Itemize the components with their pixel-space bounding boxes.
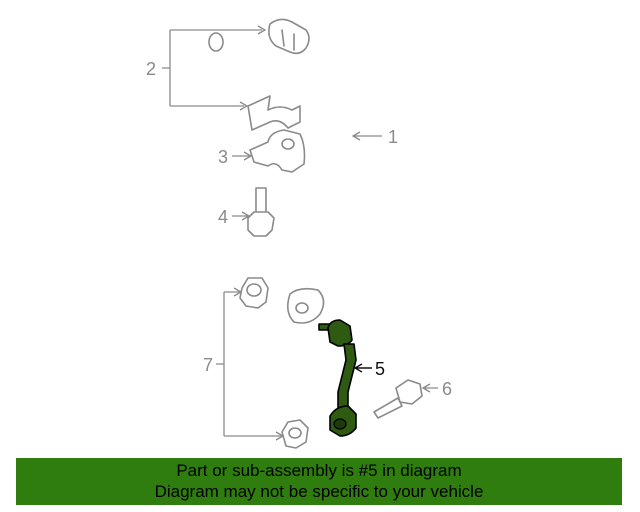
leader-5 — [353, 363, 372, 373]
callout-6: 6 — [442, 379, 452, 399]
callout-3: 3 — [218, 147, 228, 167]
leader-6 — [421, 383, 438, 393]
leader-2 — [162, 25, 267, 111]
nut-lower-part-7[interactable] — [281, 419, 309, 449]
callout-2: 2 — [146, 59, 156, 79]
nut-upper-part-7[interactable] — [239, 277, 269, 309]
banner-line-disclaimer: Diagram may not be specific to your vehi… — [154, 482, 484, 501]
bolt-part-4[interactable] — [247, 187, 275, 237]
callout-5: 5 — [375, 359, 385, 379]
callout-4: 4 — [218, 207, 228, 227]
leader-4 — [232, 211, 251, 221]
callout-7: 7 — [203, 355, 213, 375]
bushing-bracket[interactable] — [247, 95, 301, 131]
leader-7 — [216, 287, 285, 441]
leader-1 — [351, 131, 382, 141]
parts-diagram: 1 2 3 4 5 6 7 — [146, 18, 452, 449]
bolt-part-6[interactable] — [373, 379, 423, 419]
callout-1: 1 — [388, 127, 398, 147]
leader-3 — [232, 151, 253, 161]
stabilizer-bracket[interactable] — [249, 129, 306, 173]
part-notice-banner: Part or sub-assembly is #5 in diagram Di… — [16, 458, 622, 505]
stabilizer-link[interactable] — [318, 319, 357, 437]
bushing-upper[interactable] — [268, 18, 310, 55]
banner-line-part: Part or sub-assembly is #5 in diagram — [176, 461, 462, 480]
stabilizer-bar[interactable] — [203, 31, 360, 324]
